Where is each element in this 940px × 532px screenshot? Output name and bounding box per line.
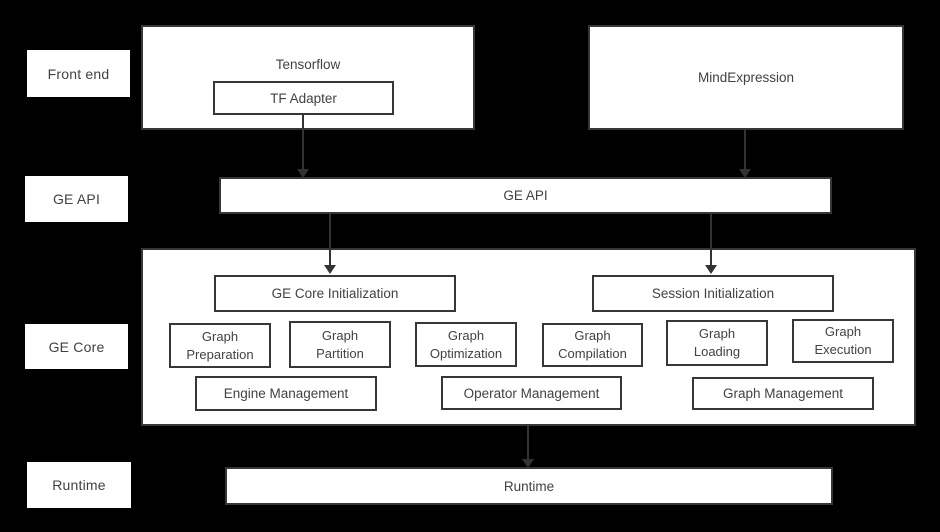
arrow-head-icon — [739, 169, 751, 178]
graph-loading-box: Graph Loading — [666, 320, 768, 366]
tf-adapter-label: TF Adapter — [270, 90, 337, 106]
ge-core-initialization-box: GE Core Initialization — [214, 275, 456, 312]
arrow-shaft — [329, 214, 331, 267]
arrow-tf-adapter-to-ge-api — [297, 114, 309, 178]
tensorflow-title: Tensorflow — [275, 57, 341, 72]
graph-partition-box: Graph Partition — [289, 321, 391, 368]
ge-core-initialization-label: GE Core Initialization — [271, 286, 399, 301]
operator-management-label: Operator Management — [463, 385, 600, 401]
layer-label-ge-core: GE Core — [25, 324, 128, 369]
arrow-shaft — [710, 214, 712, 267]
arrow-head-icon — [324, 265, 336, 274]
tf-adapter-box: TF Adapter — [213, 81, 394, 115]
arrow-shaft — [744, 130, 746, 171]
layer-label-front-end: Front end — [27, 50, 130, 97]
mindexpression-box: MindExpression — [588, 25, 904, 130]
engine-management-label: Engine Management — [223, 386, 349, 401]
graph-optimization-label: Graph Optimization — [429, 327, 503, 361]
graph-preparation-label: Graph Preparation — [186, 328, 254, 362]
layer-label-front-end-text: Front end — [47, 65, 110, 82]
graph-management-label: Graph Management — [722, 386, 844, 401]
runtime-bar-label: Runtime — [503, 478, 555, 494]
arrow-shaft — [527, 426, 529, 461]
ge-api-bar: GE API — [219, 177, 832, 214]
graph-preparation-box: Graph Preparation — [169, 323, 271, 368]
session-initialization-label: Session Initialization — [651, 286, 775, 301]
arrow-head-icon — [522, 459, 534, 468]
arrow-ge-api-to-ge-core-initialization — [324, 214, 336, 274]
graph-optimization-box: Graph Optimization — [415, 322, 517, 367]
arrow-ge-core-to-runtime — [522, 426, 534, 468]
layer-label-ge-core-text: GE Core — [48, 338, 105, 355]
mindexpression-title: MindExpression — [697, 70, 795, 85]
graph-compilation-label: Graph Compilation — [558, 328, 627, 361]
layer-label-runtime-text: Runtime — [52, 477, 106, 493]
arrow-mindexpression-to-ge-api — [739, 130, 751, 178]
engine-management-box: Engine Management — [195, 376, 377, 411]
graph-management-box: Graph Management — [692, 377, 874, 410]
layer-label-runtime: Runtime — [27, 462, 131, 508]
arrow-head-icon — [297, 169, 309, 178]
graph-partition-label: Graph Partition — [316, 327, 364, 361]
ge-core-panel: GE Core Initialization Session Initializ… — [141, 248, 916, 426]
session-initialization-box: Session Initialization — [592, 275, 834, 312]
arrow-head-icon — [705, 265, 717, 274]
runtime-bar: Runtime — [225, 467, 833, 505]
tensorflow-box: Tensorflow TF Adapter — [141, 25, 475, 130]
operator-management-box: Operator Management — [441, 376, 622, 410]
arrow-ge-api-to-session-initialization — [705, 214, 717, 274]
graph-execution-label: Graph Execution — [814, 324, 872, 357]
ge-api-bar-label: GE API — [503, 188, 548, 203]
graph-loading-label: Graph Loading — [693, 326, 741, 359]
layer-label-ge-api-text: GE API — [52, 191, 101, 207]
graph-execution-box: Graph Execution — [792, 319, 894, 363]
arrow-shaft — [302, 114, 304, 171]
layer-label-ge-api: GE API — [25, 176, 128, 222]
graph-compilation-box: Graph Compilation — [542, 323, 643, 367]
